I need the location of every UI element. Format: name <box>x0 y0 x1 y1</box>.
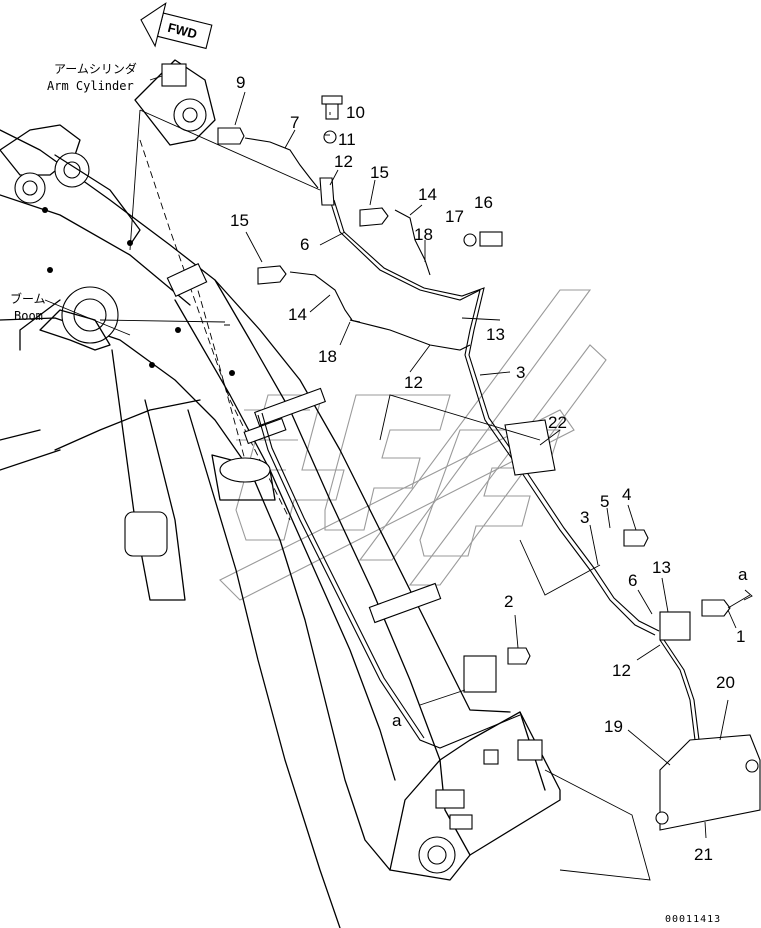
boom-body <box>0 59 561 928</box>
arm-cylinder-label-jp: アームシリンダ <box>54 61 137 76</box>
ref-mark-a-right: a <box>738 565 748 584</box>
hose-clamps <box>166 263 691 830</box>
part-number: 12 <box>334 152 353 171</box>
drawing-code: 00011413 <box>665 914 721 925</box>
part-number: 3 <box>516 363 525 382</box>
part-number: 18 <box>318 347 337 366</box>
part-number: 4 <box>622 485 631 504</box>
fwd-label: FWD <box>166 20 198 42</box>
arm-cylinder-label-en: Arm Cylinder <box>47 79 134 93</box>
part-number: 5 <box>600 492 609 511</box>
boom-label-jp: ブーム <box>10 291 46 306</box>
part-number: 11 <box>338 130 356 149</box>
boom-label-en: Boom <box>14 309 43 323</box>
part-number: 3 <box>580 508 589 527</box>
part-number: 1 <box>736 627 745 646</box>
part-number: 2 <box>504 592 513 611</box>
part-number: 19 <box>604 717 623 736</box>
ref-mark-a-left: a <box>392 711 402 730</box>
part-number: 6 <box>628 571 637 590</box>
part-number: 16 <box>474 193 493 212</box>
part-number: 18 <box>414 225 433 244</box>
part-numbers: 9 7 10 11 12 15 14 16 17 18 6 15 14 18 1… <box>230 73 745 864</box>
leader-lines <box>44 75 753 881</box>
part-number: 20 <box>716 673 735 692</box>
part-number: 12 <box>404 373 423 392</box>
part-number: 13 <box>652 558 671 577</box>
part-number: 9 <box>236 73 245 92</box>
part-number: 14 <box>418 185 437 204</box>
part-number: 22 <box>548 413 567 432</box>
part-number: 14 <box>288 305 307 324</box>
part-number: 15 <box>230 211 249 230</box>
part-number: 7 <box>290 113 299 132</box>
part-number: 13 <box>486 325 505 344</box>
fwd-arrow: FWD <box>140 2 213 50</box>
part-number: 17 <box>445 207 464 226</box>
part-number: 15 <box>370 163 389 182</box>
part-number: 6 <box>300 235 309 254</box>
part-number: 10 <box>346 103 365 122</box>
part-number: 12 <box>612 661 631 680</box>
part-number: 21 <box>694 845 713 864</box>
